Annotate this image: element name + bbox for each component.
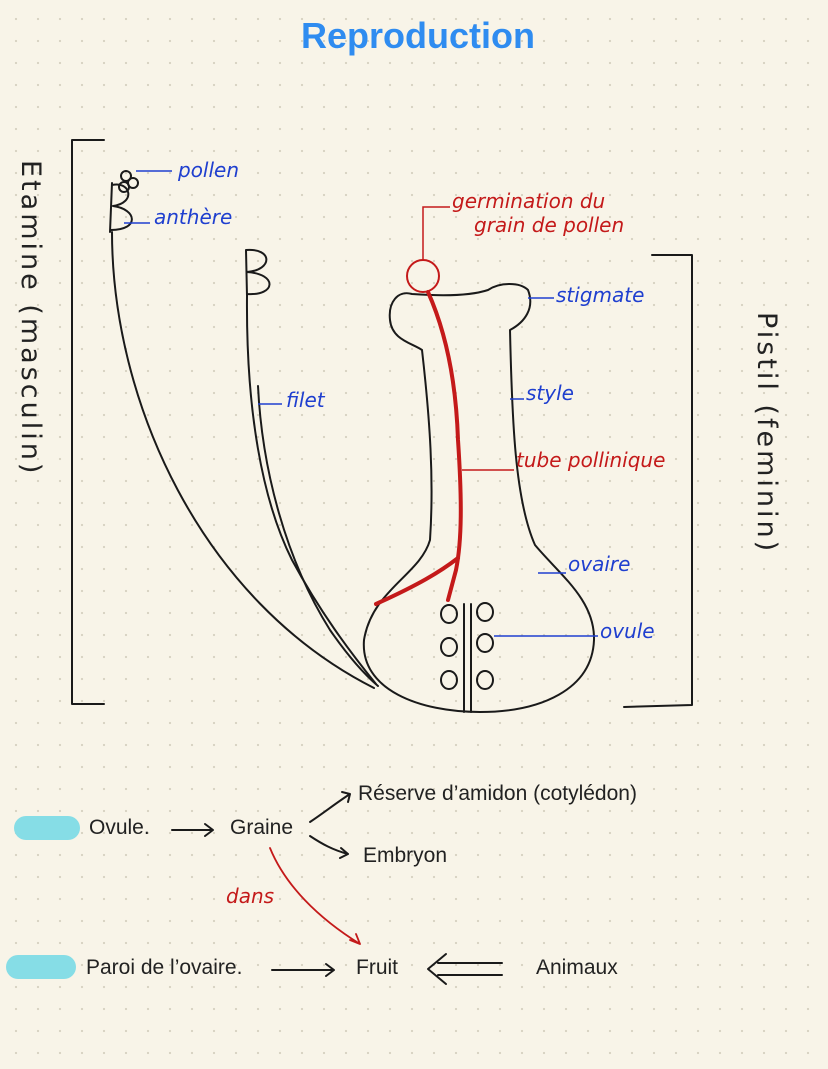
germination-label-1: germination du [452,189,605,213]
germination-leader [422,206,450,260]
flow-embryon: Embryon [363,844,447,867]
ovaire-label: ovaire [568,552,630,576]
arrow-ovule-graine [171,823,214,837]
flow-fruit: Fruit [356,956,398,979]
ovule-label: ovule [600,619,655,643]
style-label: style [526,381,574,405]
ovary-septum [463,603,472,713]
flow-dans: dans [226,884,274,908]
page-title: Reproduction [301,15,535,56]
highlight-mark [14,816,80,840]
pollen-label: pollen [177,158,239,182]
ovule [440,604,458,624]
stamen-1 [109,170,375,689]
filament-2 [245,295,377,685]
flow-reserve: Réserve d’amidon (cotylédon) [358,782,637,805]
ovule [440,637,458,657]
germination-label-2: grain de pollen [474,213,624,237]
anthere-label: anthère [154,205,232,229]
ovule [476,602,494,622]
arrow-dans [269,847,361,945]
ovules [440,602,494,690]
pollen-grain [118,181,130,193]
flow-ovule: Ovule. [89,816,150,839]
filament-1 [111,231,375,689]
pistil-bracket [623,254,693,708]
pollen-tube-branch [374,556,460,606]
ovule [476,670,494,690]
pollen-grain-germinating [406,259,440,293]
anther-1 [109,182,133,233]
etamine-bracket [71,139,105,705]
arrow-graine-embryon [309,835,349,859]
flow-paroi: Paroi de l’ovaire. [86,956,242,979]
filet-label: filet [286,388,326,412]
ovule [440,670,458,690]
stamen-2 [245,248,379,687]
pistil-outline [362,283,596,713]
pistil-label: Pistil (feminin) [751,312,782,554]
etamine-label: Etamine (masculin) [15,160,46,476]
flow-animaux: Animaux [536,956,618,979]
anther-2 [245,248,271,297]
tube-label: tube pollinique [516,448,665,472]
stigmate-label: stigmate [556,283,644,307]
pollen-grain [120,170,132,182]
filament-2b [257,385,379,687]
arrow-animaux-fruit [427,953,503,985]
highlight-mark [6,955,76,979]
arrow-graine-reserve [309,791,351,823]
ovule [476,633,494,653]
pollen-tube [426,290,463,602]
arrow-paroi-fruit [271,963,335,977]
flow-graine: Graine [230,816,293,839]
